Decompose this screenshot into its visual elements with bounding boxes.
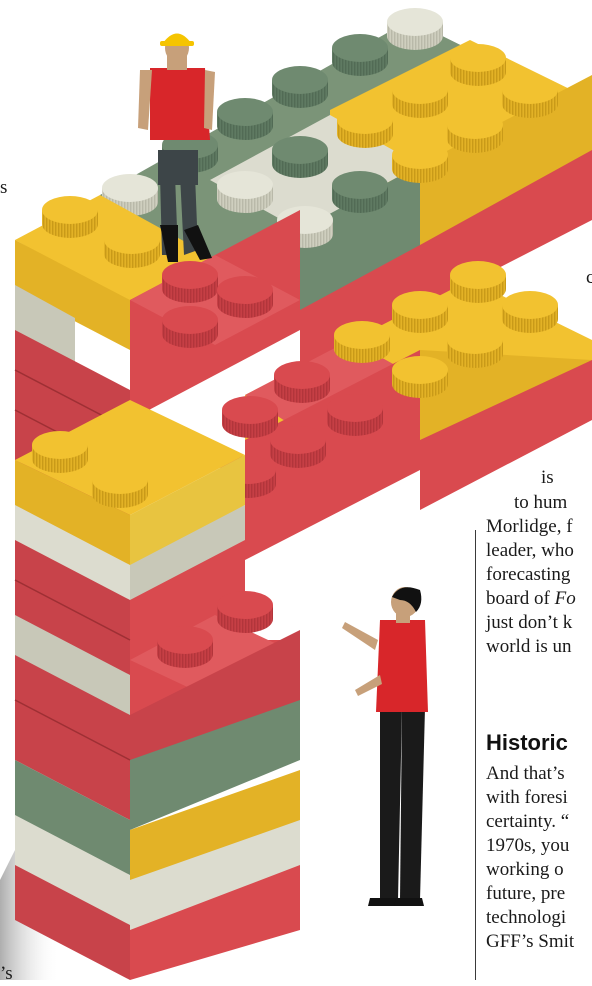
section-line: And that’s <box>486 763 565 784</box>
left-text-fragment-top: s <box>0 177 8 198</box>
column-rule <box>475 530 476 980</box>
section-line: working o <box>486 859 564 880</box>
section-line: technologi <box>486 907 567 928</box>
body-line-with-italic: board of Fo <box>486 587 576 611</box>
body-line: world is un <box>486 636 572 657</box>
section-line: with foresi <box>486 787 568 808</box>
section-heading: Historic <box>486 730 568 755</box>
body-line-start: board of <box>486 588 555 609</box>
section-line: future, pre <box>486 883 566 904</box>
section-line: 1970s, you <box>486 835 570 856</box>
middle-arm-studs <box>220 261 558 498</box>
talking-figure <box>342 587 428 906</box>
body-line: forecasting <box>486 564 571 585</box>
left-text-fragment-bottom: ’s <box>0 963 13 984</box>
worker-figure <box>138 33 215 262</box>
right-text-fragment-c: c <box>586 267 592 288</box>
publication-title-fragment: Fo <box>554 588 576 609</box>
body-line: leader, who <box>486 540 574 561</box>
body-line: just don’t k <box>486 612 573 633</box>
body-line: to hum <box>514 492 568 513</box>
top-arm-studs <box>102 8 558 248</box>
section-line: certainty. “ <box>486 811 570 832</box>
section-line: GFF’s Smit <box>486 931 575 952</box>
corner-studs <box>42 196 273 348</box>
right-text-fragment-is: is <box>541 467 554 488</box>
body-line: Morlidge, f <box>486 516 573 537</box>
column-studs <box>32 431 273 668</box>
